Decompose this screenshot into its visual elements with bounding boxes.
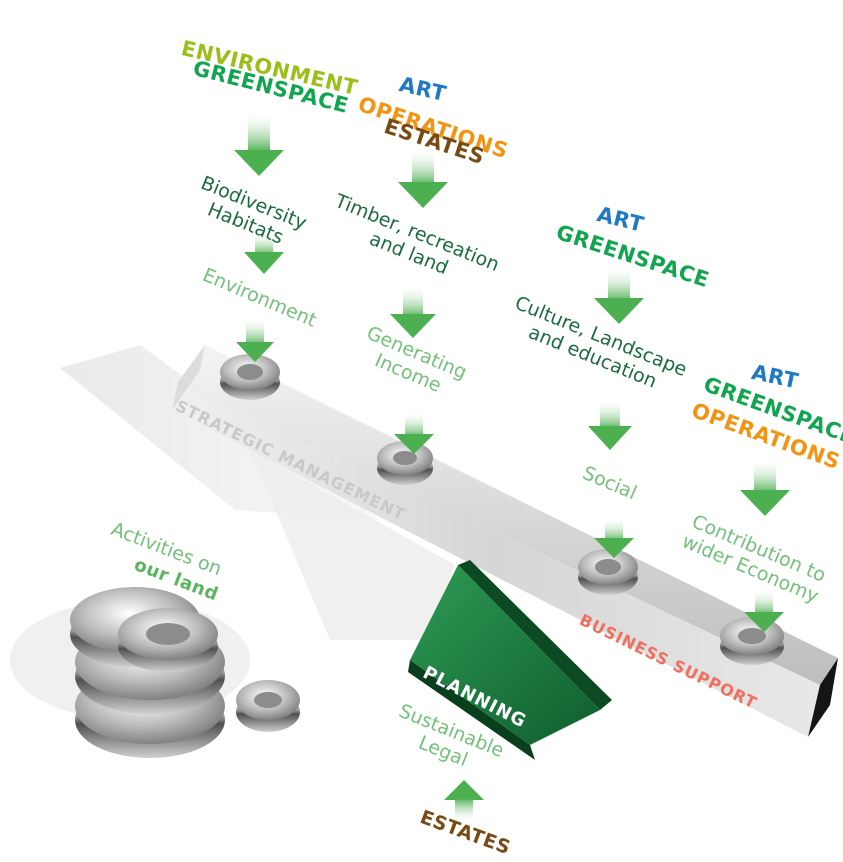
arrow-down-icon [236, 318, 274, 362]
arrow-down-icon [398, 150, 448, 208]
coin-icon [220, 354, 280, 400]
coin-icon [236, 680, 300, 732]
coin-icon [720, 617, 784, 665]
arrow-down-icon [744, 590, 784, 632]
beam [172, 345, 838, 737]
coin-icon [578, 549, 638, 595]
fulcrum-planning [408, 560, 612, 760]
arrow-down-icon [390, 286, 436, 338]
arrow-down-icon [588, 400, 632, 450]
arrow-up-icon [444, 780, 484, 822]
coin-icon [377, 441, 433, 485]
arrow-down-icon [234, 112, 284, 176]
arrow-down-icon [394, 412, 434, 454]
coin-stack [70, 587, 300, 758]
arrow-down-icon [594, 518, 634, 558]
arrow-down-icon [740, 460, 790, 516]
arrow-down-icon [244, 232, 284, 274]
fulcrum-shadow [250, 450, 455, 640]
arrow-down-icon [594, 268, 644, 324]
